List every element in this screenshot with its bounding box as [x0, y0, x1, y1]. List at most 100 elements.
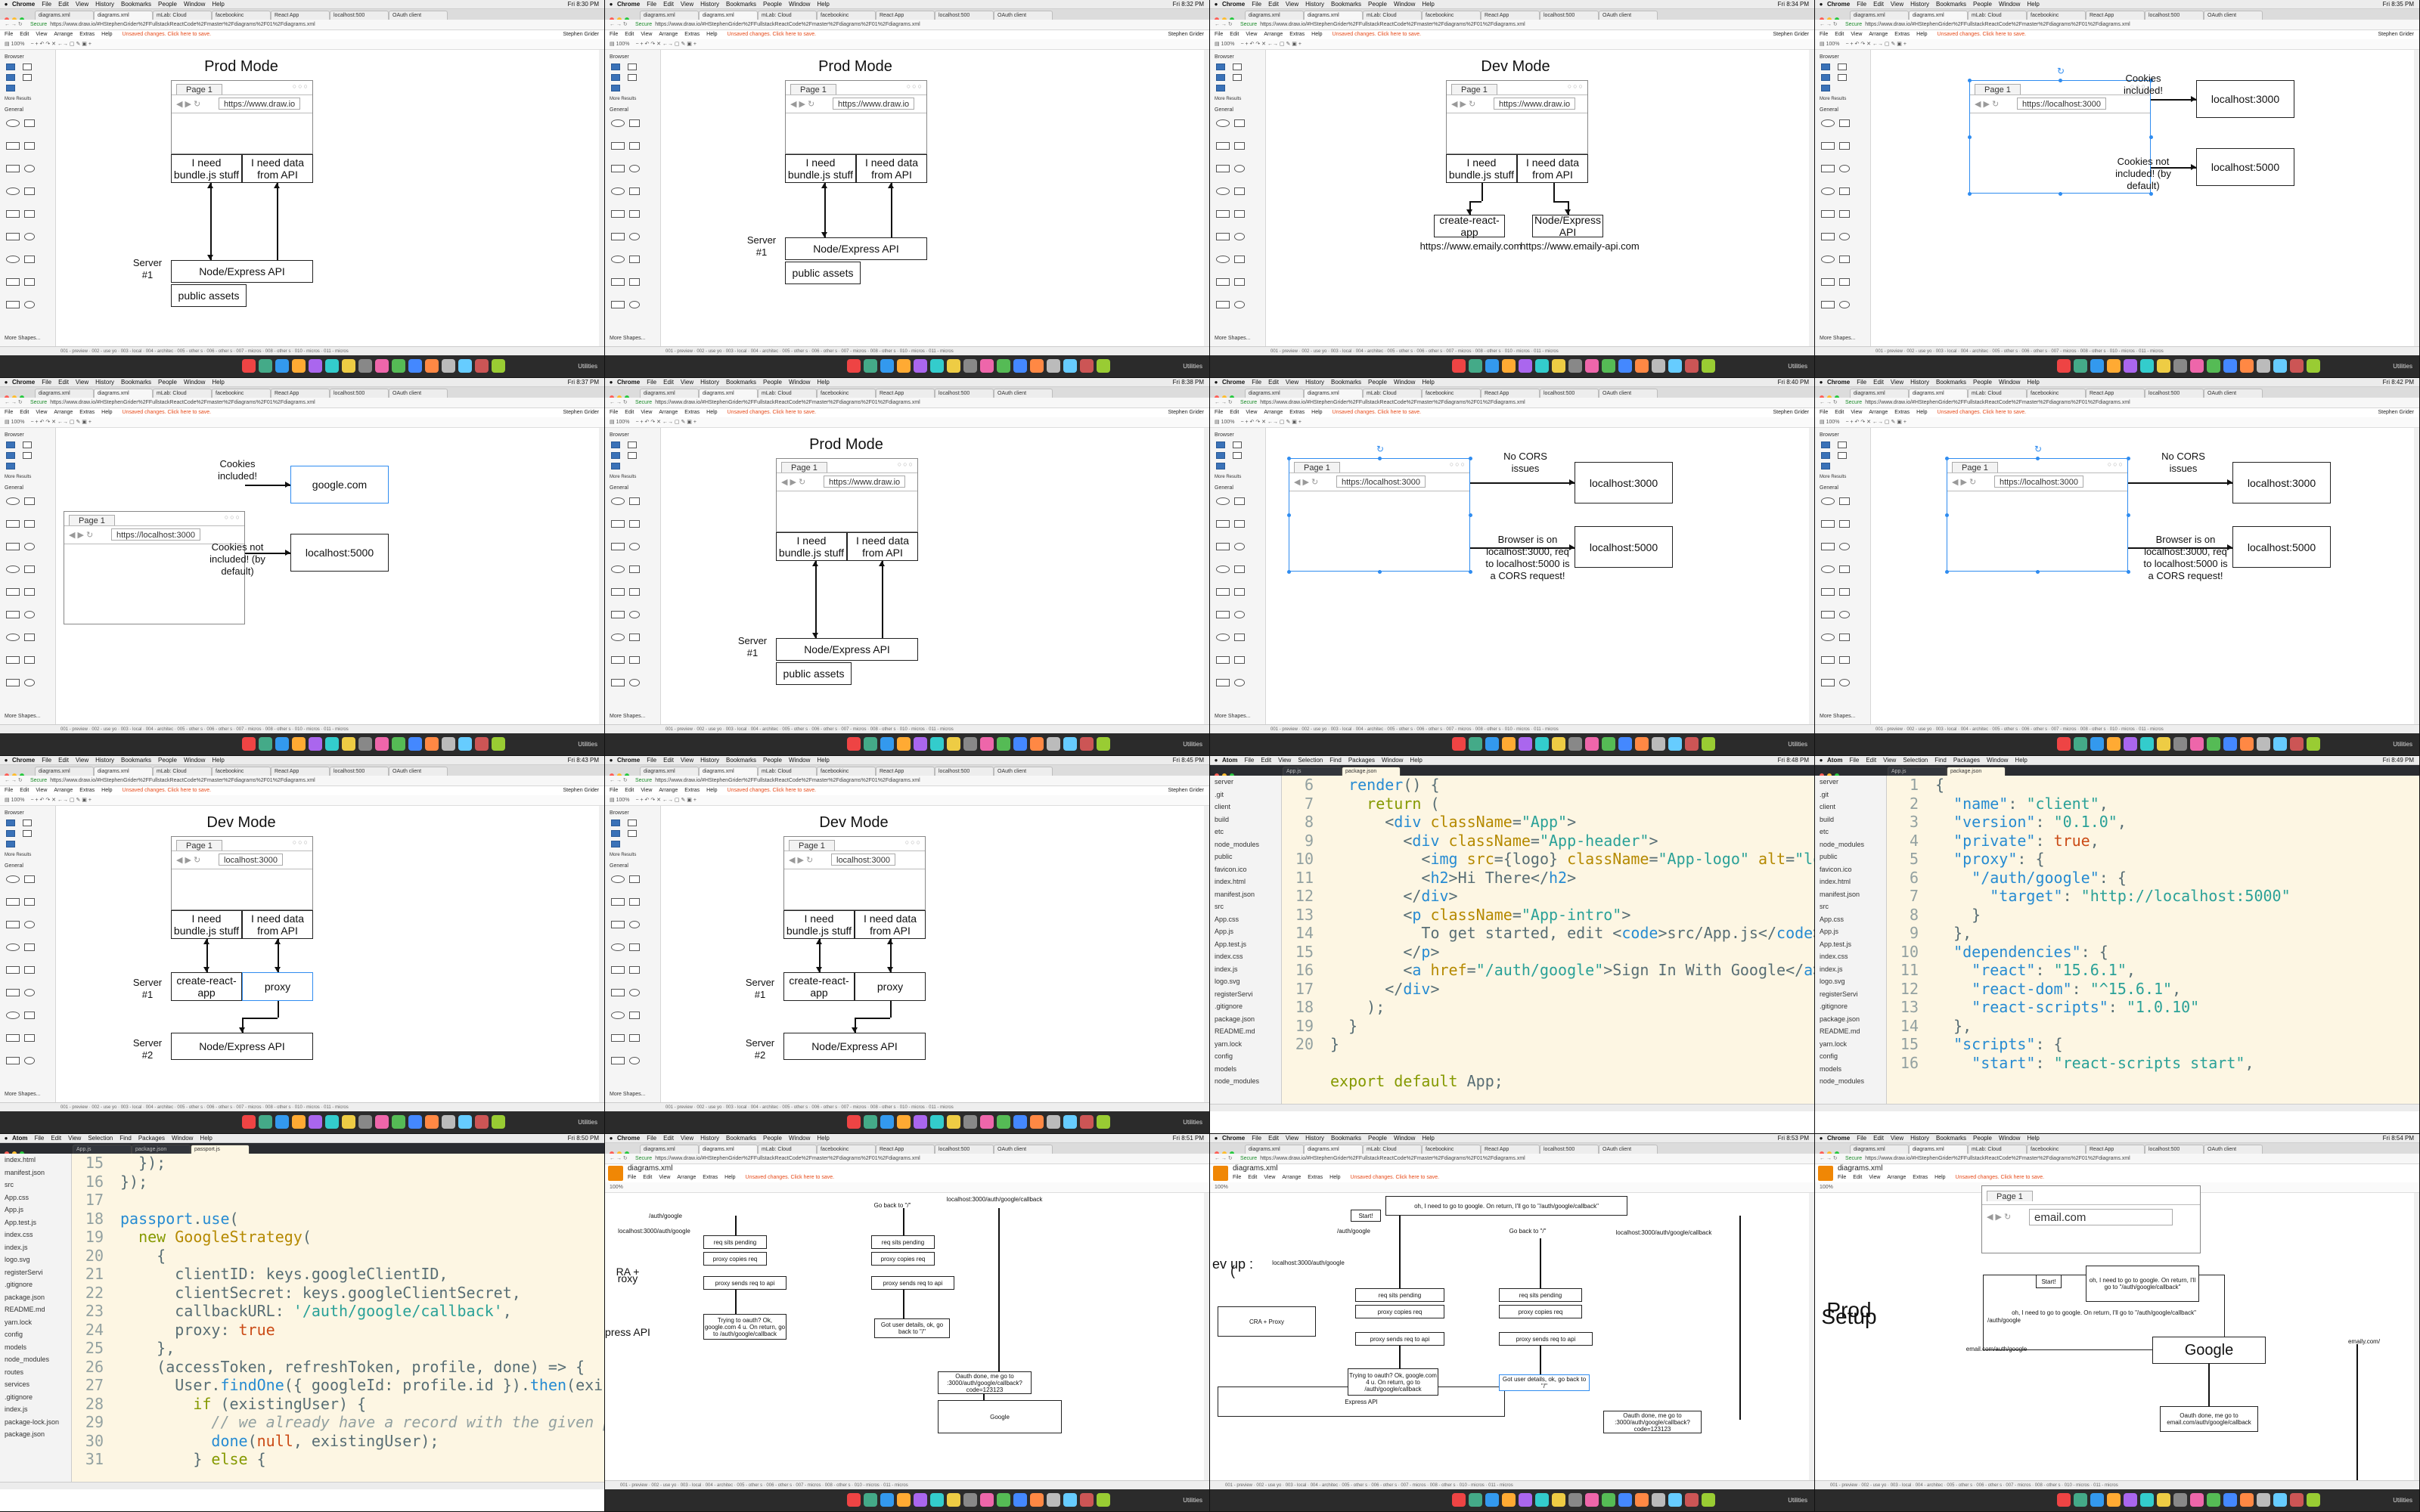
drawio-menu-item[interactable]: Help: [706, 32, 718, 37]
toolbar-icons[interactable]: − + ↶ ↷ ✕ ←→ ▢ ✎ ▣ +: [30, 798, 92, 803]
drawio-menu-item[interactable]: Edit: [625, 410, 634, 415]
sidebar-shape[interactable]: [611, 1012, 625, 1019]
more-results-label[interactable]: More Results: [610, 853, 637, 857]
nav-arrows-icon[interactable]: ← → ↻: [610, 22, 628, 27]
general-label[interactable]: General: [610, 485, 628, 491]
browser-tab[interactable]: OAuth client: [2204, 11, 2263, 20]
host-3000-box[interactable]: google.com: [290, 466, 389, 503]
sidebar-shape[interactable]: [628, 64, 637, 70]
dock-app-icon[interactable]: [2307, 737, 2320, 751]
sidebar-shape[interactable]: [611, 543, 625, 550]
tree-item[interactable]: manifest.json: [1820, 890, 1860, 898]
tree-item[interactable]: index.css: [5, 1231, 33, 1238]
mac-menu-7[interactable]: Window: [1381, 757, 1404, 764]
mac-menu-0[interactable]: Chrome: [1222, 379, 1246, 386]
dock-app-icon[interactable]: [1635, 359, 1649, 373]
dock-app-icon[interactable]: [914, 737, 927, 751]
sidebar-toggle-icon[interactable]: ▤: [1215, 42, 1221, 47]
oauth-done-box[interactable]: Oauth done, me go to :3000/auth/google/c…: [938, 1371, 1032, 1394]
node-express-box[interactable]: Node/Express API: [785, 237, 927, 260]
mac-menu-7[interactable]: Window: [788, 757, 811, 764]
tree-item[interactable]: README.md: [1820, 1027, 1860, 1035]
sidebar-shape[interactable]: [611, 452, 620, 459]
browser-tab[interactable]: React App: [271, 389, 330, 398]
drawio-menu-item[interactable]: View: [36, 788, 48, 793]
dock-app-icon[interactable]: [1047, 737, 1060, 751]
tree-item[interactable]: index.css: [1820, 953, 1848, 960]
browser-window-shape[interactable]: Page 1○○○◀ ▶ ↻localhost:3000: [783, 836, 926, 910]
sidebar-shape[interactable]: [6, 989, 20, 996]
dock-app-icon[interactable]: [1618, 359, 1632, 373]
sidebar-shape[interactable]: [1234, 301, 1245, 308]
create-react-app-box[interactable]: create-react-app: [783, 972, 855, 1001]
sidebar-shape[interactable]: [611, 497, 625, 505]
sidebar-shape[interactable]: [1216, 301, 1230, 308]
sidebar-shape[interactable]: [611, 256, 625, 263]
tree-item[interactable]: src: [5, 1181, 14, 1188]
selection-handle[interactable]: [1945, 457, 1949, 460]
apple-icon[interactable]: ●: [4, 1, 8, 8]
sidebar-shape[interactable]: [1821, 85, 1830, 91]
mac-menu-5[interactable]: Bookmarks: [726, 1135, 757, 1142]
sidebar-shape[interactable]: [629, 233, 640, 240]
drawio-menu-item[interactable]: Extras: [1913, 1175, 1928, 1180]
general-label[interactable]: General: [1215, 107, 1233, 113]
drawio-menu-item[interactable]: Edit: [20, 788, 29, 793]
sidebar-shape[interactable]: [24, 989, 35, 996]
dock-app-icon[interactable]: [2207, 1493, 2220, 1507]
browser-tab[interactable]: OAuth client: [994, 767, 1053, 776]
page-tabs[interactable]: 001 - preview · 002 - use yo · 003 - loc…: [1815, 346, 2419, 355]
mac-menu-6[interactable]: People: [158, 1, 177, 8]
sidebar-shape[interactable]: [611, 656, 625, 664]
dock-app-icon[interactable]: [1097, 359, 1110, 373]
mac-menu-8[interactable]: Help: [212, 1, 225, 8]
dock-app-icon[interactable]: [1702, 1493, 1715, 1507]
dock-app-icon[interactable]: [325, 359, 339, 373]
sidebar-shape[interactable]: [1234, 497, 1245, 505]
sidebar-shape[interactable]: [1821, 543, 1835, 550]
tree-item[interactable]: favicon.ico: [1820, 865, 1852, 873]
mac-menu-6[interactable]: People: [763, 379, 782, 386]
tree-item[interactable]: index.css: [1215, 953, 1243, 960]
dock-app-icon[interactable]: [2240, 737, 2254, 751]
dock-app-icon[interactable]: [2290, 359, 2304, 373]
drawio-menu-item[interactable]: Help: [1916, 410, 1928, 415]
sidebar-shape[interactable]: [1216, 210, 1230, 218]
mac-menu-4[interactable]: History: [95, 757, 115, 764]
mac-menu-0[interactable]: Chrome: [617, 379, 641, 386]
sidebar-shape[interactable]: [6, 1034, 20, 1042]
mac-menu-4[interactable]: History: [700, 757, 720, 764]
sidebar-shape[interactable]: [629, 543, 640, 550]
sidebar-shape[interactable]: [1821, 256, 1835, 263]
sidebar-shape[interactable]: [1821, 679, 1835, 686]
browser-tab[interactable]: OAuth client: [1599, 11, 1658, 20]
dock-app-icon[interactable]: [847, 1493, 861, 1507]
editor-tab[interactable]: package.json: [1342, 767, 1401, 776]
sidebar-shape[interactable]: [1839, 301, 1850, 308]
tree-item[interactable]: package.json: [5, 1430, 45, 1438]
drawio-menu-item[interactable]: File: [610, 410, 619, 415]
sidebar-shape[interactable]: [1216, 233, 1230, 240]
tree-item[interactable]: etc: [1215, 828, 1224, 835]
mac-menu-1[interactable]: File: [1252, 379, 1262, 386]
mac-menu-7[interactable]: Window: [788, 379, 811, 386]
sidebar-toggle-icon[interactable]: ▤: [1820, 420, 1826, 425]
mac-menu-1[interactable]: File: [1252, 1135, 1262, 1142]
browser-tab[interactable]: mLab: Cloud: [1968, 389, 2027, 398]
mac-menu-2[interactable]: Edit: [58, 1, 69, 8]
mac-menu-4[interactable]: History: [1305, 379, 1325, 386]
more-results-label[interactable]: More Results: [610, 475, 637, 479]
dock-app-icon[interactable]: [259, 359, 272, 373]
tree-item[interactable]: App.css: [5, 1193, 29, 1201]
dock-app-icon[interactable]: [2107, 737, 2121, 751]
sidebar-shape[interactable]: [629, 1057, 640, 1064]
sidebar-shape[interactable]: [6, 921, 20, 928]
browser-tab[interactable]: localhost:500: [2145, 1145, 2204, 1154]
sidebar-shape[interactable]: [1839, 165, 1850, 172]
sidebar-shape[interactable]: [611, 943, 625, 951]
url-text[interactable]: https://www.draw.io/#HStephenGrider%2FFu…: [1865, 400, 2130, 405]
more-results-label[interactable]: More Results: [5, 475, 32, 479]
